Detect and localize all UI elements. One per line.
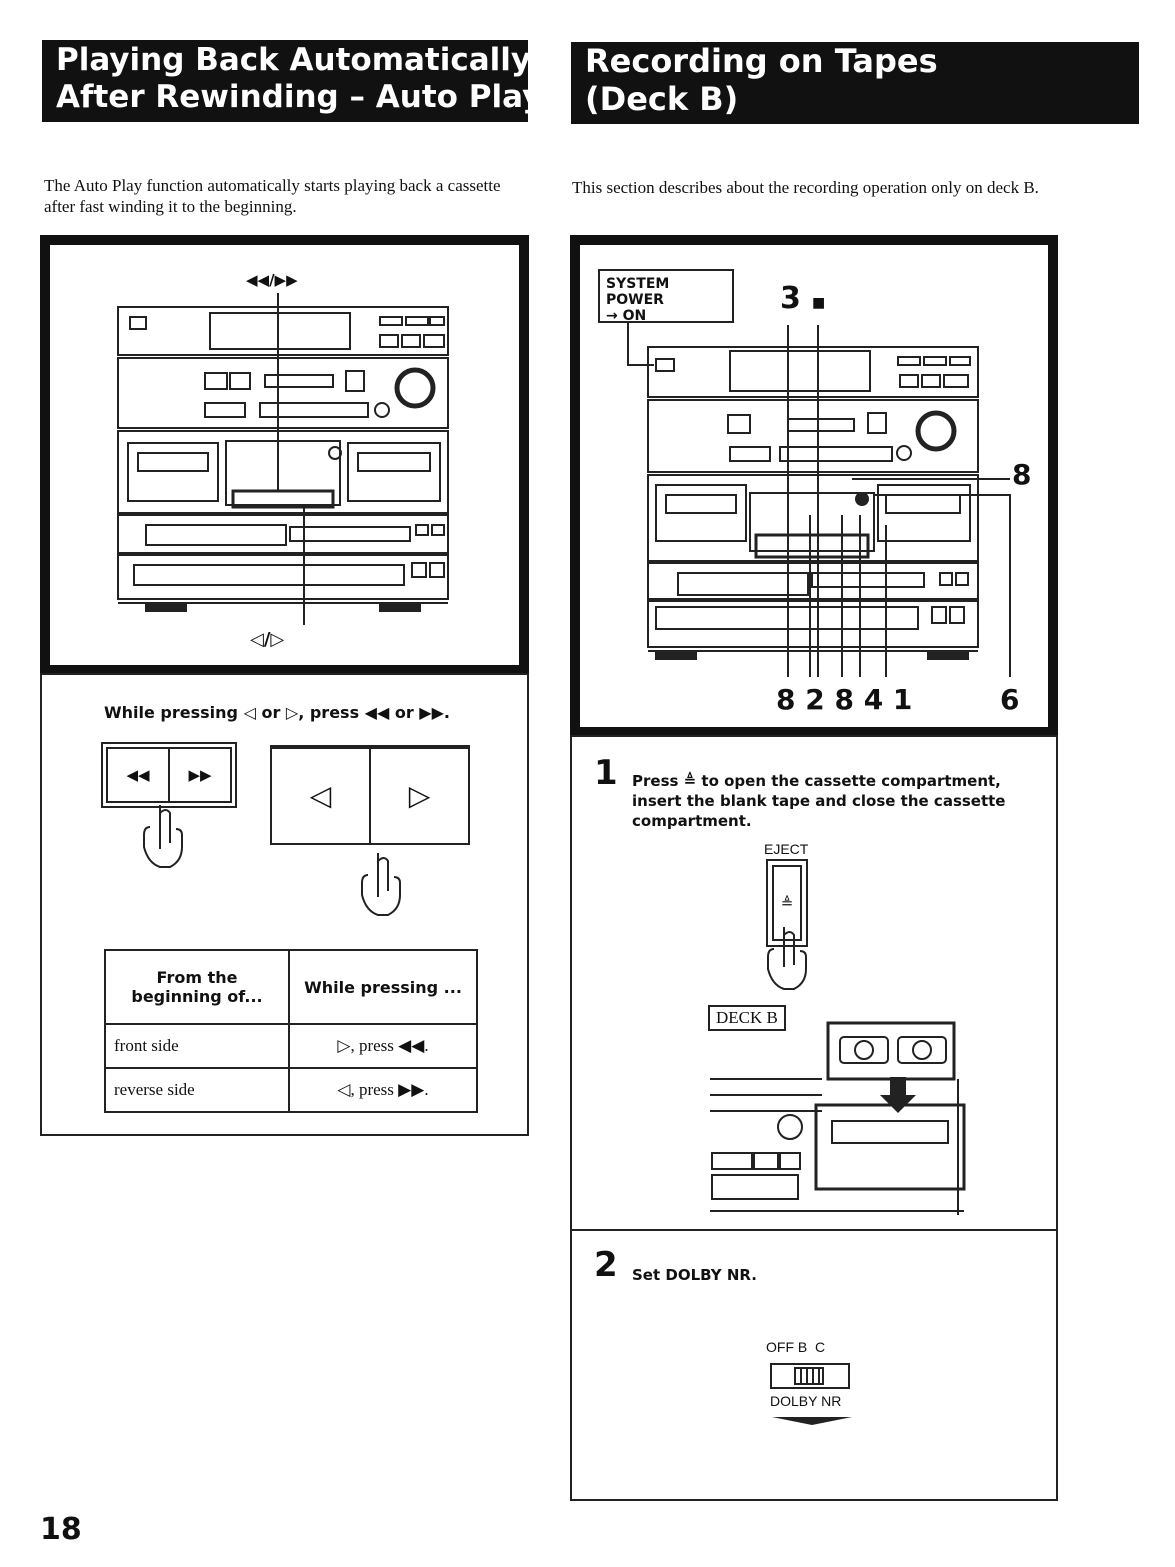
- table-cell-action: ▷, press ◀◀.: [288, 1023, 478, 1069]
- eject-button[interactable]: ≜: [766, 859, 808, 947]
- left-title-line1: Playing Back Automatically: [56, 42, 532, 78]
- auto-play-table: From the beginning of... While pressing …: [104, 949, 478, 1113]
- step-2-panel: 2 Set DOLBY NR. OFF B C DOLBY NR: [570, 1229, 1058, 1501]
- step-2-number: 2: [594, 1245, 618, 1285]
- rewind-ff-label: ◀◀/▶▶: [246, 271, 298, 289]
- rewind-button[interactable]: ◀◀: [108, 749, 170, 801]
- auto-play-illustration: ◀◀/▶▶: [40, 235, 529, 675]
- table-row: front side ▷, press ◀◀.: [104, 1023, 478, 1069]
- forward-play-button[interactable]: ▷: [408, 781, 431, 812]
- right-intro-text: This section describes about the recordi…: [572, 178, 1039, 197]
- eject-label: EJECT: [764, 841, 809, 857]
- table-cell-side: front side: [104, 1023, 290, 1069]
- right-section-title: Recording on Tapes (Deck B): [571, 42, 1139, 124]
- deck-b-label: DECK B: [708, 1005, 786, 1031]
- page-number: 18: [40, 1512, 82, 1547]
- dolby-arrow-icon: [772, 1417, 852, 1425]
- right-title-line1: Recording on Tapes: [585, 42, 938, 80]
- table-header-from: From the beginning of...: [104, 949, 290, 1025]
- instruction-text: While pressing ◁ or ▷, press ◀◀ or ▶▶.: [104, 703, 450, 722]
- system-power-label: SYSTEM POWER: [606, 276, 670, 308]
- reverse-play-button[interactable]: ◁: [272, 749, 371, 843]
- cassette-insert-drawing: [710, 1021, 966, 1215]
- step-1-number: 1: [594, 753, 618, 793]
- dolby-nr-label: DOLBY NR: [770, 1393, 842, 1409]
- right-title-line2: (Deck B): [585, 79, 739, 118]
- dolby-nr-switch-knob[interactable]: [794, 1367, 824, 1385]
- direction-button-pair[interactable]: ◁ ▷: [270, 745, 470, 845]
- system-power-callout: SYSTEM POWER → ON: [598, 269, 734, 324]
- table-cell-side: reverse side: [104, 1067, 290, 1113]
- rew-ff-button-pair[interactable]: ◀◀ ▶▶: [101, 742, 237, 808]
- table-row: reverse side ◁, press ▶▶.: [104, 1067, 478, 1113]
- pressing-hand-icon: [361, 853, 401, 916]
- table-header-while: While pressing ...: [288, 949, 478, 1025]
- callout-6: 6: [1000, 683, 1020, 716]
- pressing-hand-icon: [767, 927, 807, 990]
- direction-label: ◁/▷: [250, 629, 285, 650]
- callout-stop: ■: [812, 295, 826, 311]
- pressing-hand-icon: [143, 805, 183, 868]
- table-cell-action: ◁, press ▶▶.: [288, 1067, 478, 1113]
- dolby-positions-label: OFF B C: [766, 1339, 826, 1355]
- step-1-text: Press ≜ to open the cassette compartment…: [632, 772, 1006, 830]
- auto-play-instructions: While pressing ◁ or ▷, press ◀◀ or ▶▶. ◀…: [40, 673, 529, 1136]
- callout-8-right: 8: [1012, 458, 1032, 491]
- left-intro-text: The Auto Play function automatically sta…: [44, 176, 501, 216]
- recording-illustration: SYSTEM POWER → ON 3 ■ 8: [570, 235, 1058, 737]
- system-power-on-label: → ON: [606, 308, 647, 324]
- stereo-system-drawing: [117, 293, 449, 625]
- left-section-title: Playing Back Automatically After Rewindi…: [42, 40, 543, 122]
- step-2-text: Set DOLBY NR.: [632, 1266, 757, 1284]
- eject-icon: ≜: [780, 895, 794, 912]
- step-1-panel: 1 Press ≜ to open the cassette compartme…: [570, 735, 1058, 1231]
- left-title-line2: After Rewinding – Auto Play: [56, 78, 543, 115]
- dolby-nr-switch[interactable]: [770, 1363, 850, 1389]
- fast-forward-button[interactable]: ▶▶: [188, 767, 212, 784]
- callouts-bottom: 8 2 8 4 1: [776, 683, 913, 716]
- stereo-system-drawing: [627, 323, 1011, 677]
- callout-3: 3: [780, 281, 801, 316]
